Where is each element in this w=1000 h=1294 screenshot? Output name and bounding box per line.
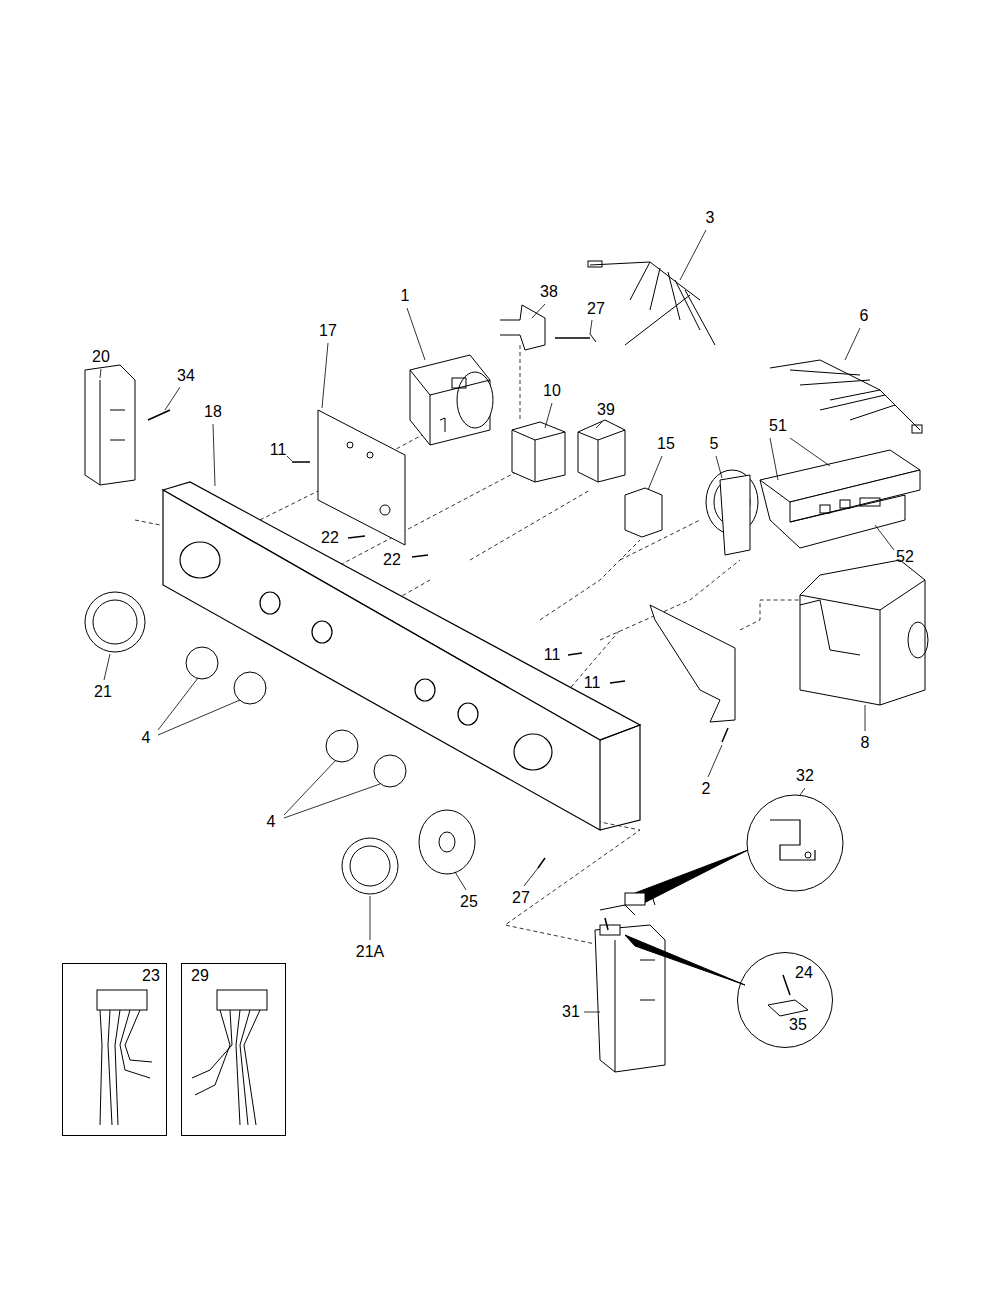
callout-number: 25	[460, 894, 478, 910]
callout-number: 22	[321, 530, 339, 546]
switch	[512, 422, 565, 482]
callout-number: 27	[512, 890, 530, 906]
callout-number: 35	[789, 1017, 807, 1033]
wire-harness	[588, 261, 922, 433]
callout-number: 29	[191, 968, 209, 984]
knobs	[85, 592, 475, 894]
connector-harness	[97, 990, 267, 1125]
callout-number: 5	[710, 436, 719, 452]
callout-number: 11	[270, 442, 287, 458]
detail-circle	[747, 795, 843, 891]
callout-number: 24	[795, 965, 813, 981]
timer	[410, 355, 493, 445]
callout-number: 32	[796, 768, 814, 784]
callout-number: 15	[657, 436, 675, 452]
inset-box: 23	[62, 963, 167, 1136]
switch	[500, 305, 545, 350]
callout-number: 20	[92, 349, 110, 365]
callout-number: 31	[562, 1004, 580, 1020]
callout-number: 11	[584, 675, 601, 691]
callout-number: 4	[267, 814, 276, 830]
detail-circle: 24 35	[737, 952, 833, 1048]
callout-number: 3	[706, 210, 715, 226]
callout-number: 21	[94, 684, 112, 700]
callout-number: 27	[587, 301, 605, 317]
callout-number: 51	[769, 418, 787, 434]
callout-number: 21A	[356, 944, 384, 960]
callout-number: 52	[896, 549, 914, 565]
selector	[625, 488, 662, 537]
end-cap	[85, 365, 135, 485]
callout-number: 38	[540, 284, 558, 300]
callout-number: 1	[401, 288, 410, 304]
callout-number: 10	[543, 383, 561, 399]
bracket	[318, 410, 405, 545]
inset-box: 29	[181, 963, 286, 1136]
callout-number: 22	[383, 552, 401, 568]
switch	[578, 420, 625, 482]
callout-number: 17	[319, 323, 337, 339]
motor-housing	[800, 560, 928, 705]
leader-lines	[100, 230, 894, 1012]
callout-number: 2	[702, 781, 711, 797]
callout-number: 11	[544, 647, 561, 663]
flange	[650, 605, 735, 722]
assembly-lines	[135, 345, 800, 945]
callout-number: 18	[204, 404, 222, 420]
callout-number: 4	[142, 730, 151, 746]
callout-number: 39	[597, 402, 615, 418]
callout-number: 23	[142, 968, 160, 984]
callout-number: 6	[860, 308, 869, 324]
screws	[292, 462, 728, 868]
callout-number: 8	[861, 735, 870, 751]
callout-number: 34	[177, 368, 195, 384]
control-board	[760, 450, 920, 548]
